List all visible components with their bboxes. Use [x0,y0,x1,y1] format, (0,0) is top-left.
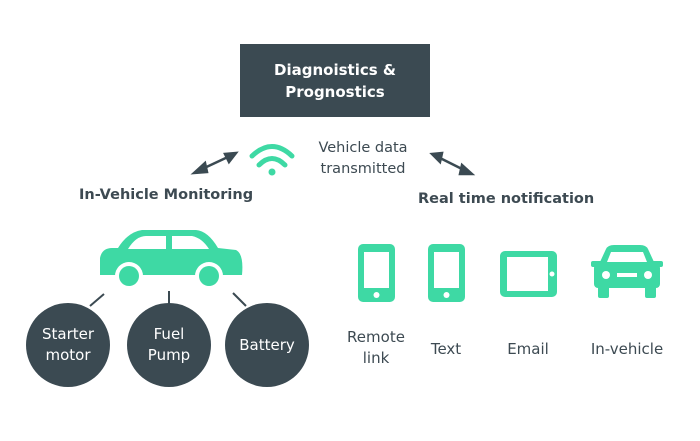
component-label: Starter motor [41,325,95,364]
channel-label-email: Email [507,340,549,358]
double-arrow-left-icon [190,151,239,175]
channel-label-text: Text [430,340,462,358]
car-icon [100,230,243,290]
transmission-caption: Vehicle data transmitted [318,140,408,177]
channel-label-in-vehicle: In-vehicle [590,340,664,358]
component-label: Battery [239,335,295,354]
double-arrow-right-icon [429,151,476,176]
smartphone-icon [428,244,465,302]
car-front-icon [591,245,663,298]
channel-label-remote-link: Remote link [347,328,405,367]
smartphone-icon [358,244,395,302]
component-label: Fuel Pump [147,325,191,364]
tablet-icon [500,251,557,297]
component-fuel-pump: Fuel Pump [127,303,211,387]
component-battery: Battery [225,303,309,387]
diagnostics-prognostics-label: Diagnoistics & Prognostics [274,60,396,101]
in-vehicle-monitoring-heading: In-Vehicle Monitoring [79,187,254,203]
component-starter-motor: Starter motor [26,303,110,387]
diagnostics-prognostics-box: Diagnoistics & Prognostics [240,44,430,117]
connector-lines [89,291,247,307]
real-time-notification-heading: Real time notification [418,191,595,207]
wifi-icon [249,144,295,176]
